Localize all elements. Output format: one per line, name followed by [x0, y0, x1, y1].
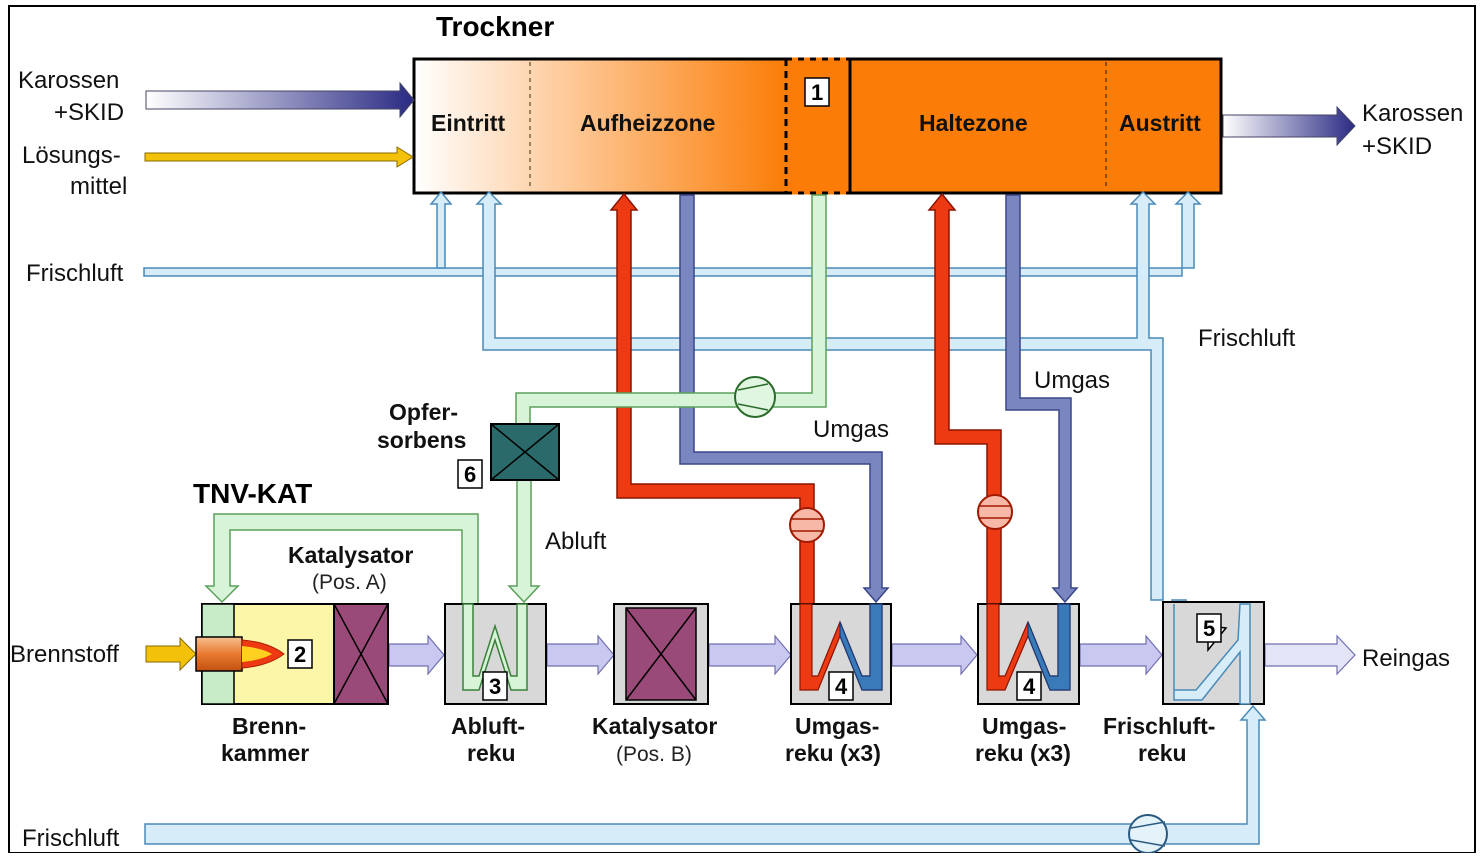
- hot-gas-fan-2-icon: [977, 494, 1013, 530]
- frischluftreku-unit: [1162, 601, 1265, 705]
- label-tnv-kat: TNV-KAT: [193, 478, 312, 509]
- label-frischluft-right: Frischluft: [1198, 325, 1296, 352]
- label-solvent-2: mittel: [70, 173, 127, 200]
- hot-gas-fan-1-icon: [789, 507, 825, 543]
- opfersorbens-unit: [457, 423, 560, 489]
- zone-aufheizzone: Aufheizzone: [580, 110, 715, 136]
- label-umgas-2: Umgas: [1034, 367, 1110, 394]
- umgasreku-2-unit: [977, 603, 1080, 705]
- umgasreku-1-number: 4: [835, 674, 848, 699]
- label-opfersorbens-2: sorbens: [377, 427, 466, 453]
- hot-gas-lines: [609, 192, 1002, 681]
- brennkammer-number: 2: [294, 642, 306, 667]
- hot-gas-fan-2-blades: [980, 505, 1010, 519]
- label-umgasreku-1-2: reku (x3): [785, 740, 881, 766]
- label-karossen-out-1: Karossen: [1362, 100, 1463, 127]
- abluftreku-unit: [444, 603, 547, 705]
- zone-austritt: Austritt: [1119, 110, 1201, 136]
- abluft-lines: [204, 194, 827, 605]
- dryer-holding-section: [850, 59, 1221, 193]
- solvent-arrow: [144, 146, 414, 168]
- fresh-air-fan-blades: [1130, 821, 1166, 847]
- zone-1-badge: [804, 77, 830, 107]
- abluft-fan-icon: [734, 376, 776, 418]
- label-katalysator-b-2: (Pos. B): [616, 743, 692, 766]
- umgas-lines: [679, 194, 1079, 604]
- umgasreku-1-unit: [790, 603, 892, 705]
- label-katalysator-a-1: Katalysator: [288, 542, 413, 568]
- label-frischluftreku-1: Frischluft-: [1103, 713, 1215, 739]
- dryer: Trockner Eintritt Aufheizzone Haltezone …: [412, 11, 1223, 195]
- label-frischluft-bottom: Frischluft: [22, 825, 120, 852]
- brennkammer-unit: [145, 603, 389, 705]
- abluft-fan-blades: [737, 383, 769, 411]
- label-brennstoff: Brennstoff: [10, 641, 119, 668]
- label-umgas-1: Umgas: [813, 416, 889, 443]
- fresh-air-fan-icon: [1128, 814, 1168, 854]
- opfersorbens-number: 6: [464, 462, 476, 487]
- label-katalysator-a-2: (Pos. A): [312, 571, 387, 594]
- label-umgasreku-2-2: reku (x3): [975, 740, 1071, 766]
- katalysator-b-unit: [613, 603, 709, 705]
- label-umgasreku-2-1: Umgas-: [982, 713, 1066, 739]
- label-frischluft-top: Frischluft: [26, 260, 124, 287]
- abluftreku-number: 3: [489, 674, 501, 699]
- label-abluft: Abluft: [545, 528, 607, 555]
- label-karossen-out-2: +SKID: [1362, 133, 1432, 160]
- body-output-arrow: [1222, 105, 1356, 147]
- hot-gas-fan-1-blades: [792, 518, 822, 532]
- zone-haltezone: Haltezone: [919, 110, 1028, 136]
- dryer-heating-section: [414, 59, 786, 193]
- label-reingas: Reingas: [1362, 645, 1450, 672]
- label-katalysator-b-1: Katalysator: [592, 713, 717, 739]
- dryer-title: Trockner: [436, 11, 554, 42]
- zone-1-number: 1: [811, 80, 823, 105]
- label-frischluftreku-2: reku: [1138, 740, 1187, 766]
- label-brennkammer-1: Brenn-: [232, 713, 306, 739]
- zone-eintritt: Eintritt: [431, 110, 505, 136]
- label-solvent-1: Lösungs-: [22, 142, 121, 169]
- process-flow-arrows: [388, 634, 1356, 676]
- frischluftreku-number: 5: [1203, 616, 1215, 641]
- label-karossen-in-1: Karossen: [18, 67, 119, 94]
- umgasreku-2-number: 4: [1023, 674, 1036, 699]
- label-karossen-in-2: +SKID: [54, 99, 124, 126]
- label-umgasreku-1-1: Umgas-: [795, 713, 879, 739]
- body-input-arrow: [145, 81, 415, 119]
- label-abluftreku-1: Abluft-: [451, 713, 525, 739]
- label-opfersorbens-1: Opfer-: [389, 399, 458, 425]
- label-abluftreku-2: reku: [467, 740, 516, 766]
- label-brennkammer-2: kammer: [221, 740, 309, 766]
